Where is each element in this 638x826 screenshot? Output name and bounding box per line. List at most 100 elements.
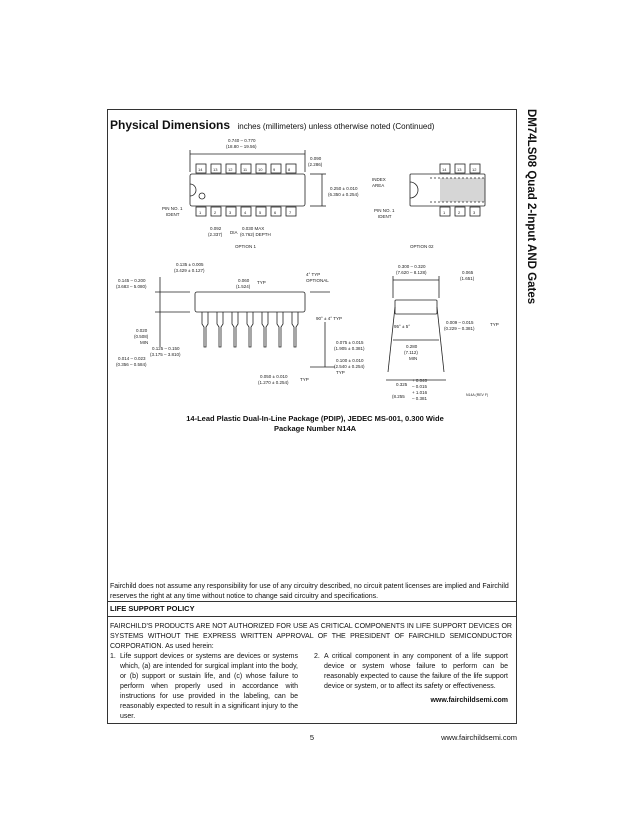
ew4-min: MIN: [409, 356, 417, 361]
depth-dim: 0.030 MAX: [242, 226, 264, 231]
sp1-dim-mm: (1.905 ± 0.381): [334, 346, 365, 351]
sp2-dim-mm: (2.540 ± 0.254): [334, 364, 365, 369]
side-lead-6: [276, 312, 284, 348]
h1-dim-mm: (3.429 ± 0.127): [174, 268, 205, 273]
lead2-dim-mm: (0.356 – 0.584): [116, 362, 147, 367]
pin-bottom-2: [210, 206, 222, 217]
package-body-side-view: [194, 291, 306, 313]
end-view-left-lead: [387, 306, 396, 373]
min1-dim-mm: (0.508): [134, 334, 149, 339]
side-lead-5: [261, 312, 269, 348]
side-lead-2: [216, 312, 224, 348]
side-lead-1: [201, 312, 209, 348]
drawing-code: N14A (REV F): [466, 393, 488, 397]
width-dim-mm: (6.350 ± 0.254): [328, 192, 359, 197]
opt2-pin-label-bottom-2: 2: [458, 210, 461, 215]
option2-label: OPTION 02: [410, 244, 434, 249]
sp3-typ: TYP: [300, 377, 309, 382]
side-lead-4: [246, 312, 254, 348]
opt2-pin-label-top-12: 12: [472, 167, 477, 172]
pin-label-top-10: 10: [258, 167, 263, 172]
package-body-option2: [409, 173, 486, 207]
opt2-pin1-label: PIN NO. 1: [374, 208, 395, 213]
ang2-label: 90° ± 4° TYP: [316, 316, 342, 321]
len-dim: 0.740 – 0.770: [228, 138, 256, 143]
life-support-title: LIFE SUPPORT POLICY: [110, 604, 195, 613]
ew5-mm-plus: + 1.016: [412, 390, 428, 395]
ident-label: IDENT: [166, 212, 180, 217]
footer-website[interactable]: www.fairchildsemi.com: [441, 733, 517, 742]
side-title: DM74LS08 Quad 2-Input AND Gates: [519, 109, 541, 409]
sp3-dim-mm: (1.270 ± 0.254): [258, 380, 289, 385]
pin-top-14: [195, 163, 207, 174]
lead2-dim: 0.014 – 0.023: [118, 356, 146, 361]
t1-dim: 0.060: [238, 278, 250, 283]
pin-label-top-8: 8: [288, 167, 291, 172]
ang1-label: 4° TYP: [306, 272, 320, 277]
life-support-item-2: 2. A critical component in any component…: [314, 652, 510, 696]
ew3-dim: 0.009 – 0.015: [446, 320, 474, 325]
divider-bottom: [107, 616, 517, 617]
ew5-mm: (8.255: [392, 394, 405, 399]
h2-dim: 0.145 – 0.200: [118, 278, 146, 283]
ew2-dim-mm: (1.651): [460, 276, 475, 281]
sp1-dim: 0.075 ± 0.015: [336, 340, 364, 345]
depth-dim-mm: (0.762) DEPTH: [240, 232, 271, 237]
min1-min: MIN: [140, 340, 148, 345]
opt2-ident-label: IDENT: [378, 214, 392, 219]
package-caption: 14-Lead Plastic Dual-In-Line Package (PD…: [115, 414, 515, 434]
page-number: 5: [309, 733, 315, 742]
sp2-dim: 0.100 ± 0.010: [336, 358, 364, 363]
min1-dim: 0.020: [136, 328, 148, 333]
divider-top: [107, 601, 517, 602]
t1-typ: TYP: [257, 280, 266, 285]
pin-top-9: [270, 163, 282, 174]
item2-text: A critical component in any component of…: [324, 653, 508, 690]
pin-top-13: [210, 163, 222, 174]
pin-label-top-11: 11: [243, 167, 248, 172]
opt2-pin-label-bottom-1: 1: [443, 210, 446, 215]
opt2-pin-label-bottom-3: 3: [473, 210, 476, 215]
pin-bottom-5: [255, 206, 267, 217]
pin1-dimple: [198, 192, 206, 200]
pin-top-8: [285, 163, 297, 174]
option1-label: OPTION 1: [235, 244, 257, 249]
opt2-pin-top-13: [454, 163, 466, 174]
ew1-dim: 0.300 – 0.320: [398, 264, 426, 269]
index-area-shading: [440, 178, 485, 202]
package-drawing: 0.740 – 0.770 (18.80 – 19.56) 0.090 (2.2…: [116, 138, 499, 401]
ew1-dim-mm: (7.620 – 8.128): [396, 270, 427, 275]
side-lead-7: [291, 312, 299, 348]
dia-dim: 0.092: [210, 226, 222, 231]
end-dim: 0.090: [310, 156, 322, 161]
pin-label-top-13: 13: [213, 167, 218, 172]
opt2-pin-label-top-13: 13: [457, 167, 462, 172]
pin1-ident-label: PIN NO. 1: [162, 206, 183, 211]
ew4-dim: 0.280: [406, 344, 418, 349]
item1-text: Life support devices or systems are devi…: [120, 653, 298, 720]
pin-label-bottom-3: 3: [229, 210, 232, 215]
pin-label-bottom-4: 4: [244, 210, 247, 215]
pin-bottom-1: [195, 206, 207, 217]
pin-top-12: [225, 163, 237, 174]
package-body-end-view: [394, 299, 438, 315]
item1-number: 1.: [110, 653, 116, 660]
website-link[interactable]: www.fairchildsemi.com: [430, 697, 508, 704]
pin-label-bottom-1: 1: [199, 210, 202, 215]
opt2-pin-top-12: [469, 163, 481, 174]
pin-label-bottom-6: 6: [274, 210, 277, 215]
ew3-typ: TYP: [490, 322, 499, 327]
package-body-top-view: [189, 173, 306, 207]
h2-dim-mm: (3.683 – 5.080): [116, 284, 147, 289]
section-subtitle: inches (millimeters) unless otherwise no…: [237, 122, 435, 131]
ew5-tol-minus: – 0.015: [412, 384, 428, 389]
pin-bottom-4: [240, 206, 252, 217]
sp3-dim: 0.050 ± 0.010: [260, 374, 288, 379]
side-lead-3: [231, 312, 239, 348]
index-area-label2: AREA: [372, 183, 384, 188]
optional-label: OPTIONAL: [306, 278, 329, 283]
disclaimer: Fairchild does not assume any responsibi…: [110, 583, 509, 600]
h1-dim: 0.135 ± 0.005: [176, 262, 204, 267]
package-caption-line2: Package Number N14A: [273, 424, 357, 433]
index-area-label: INDEX: [372, 177, 386, 182]
